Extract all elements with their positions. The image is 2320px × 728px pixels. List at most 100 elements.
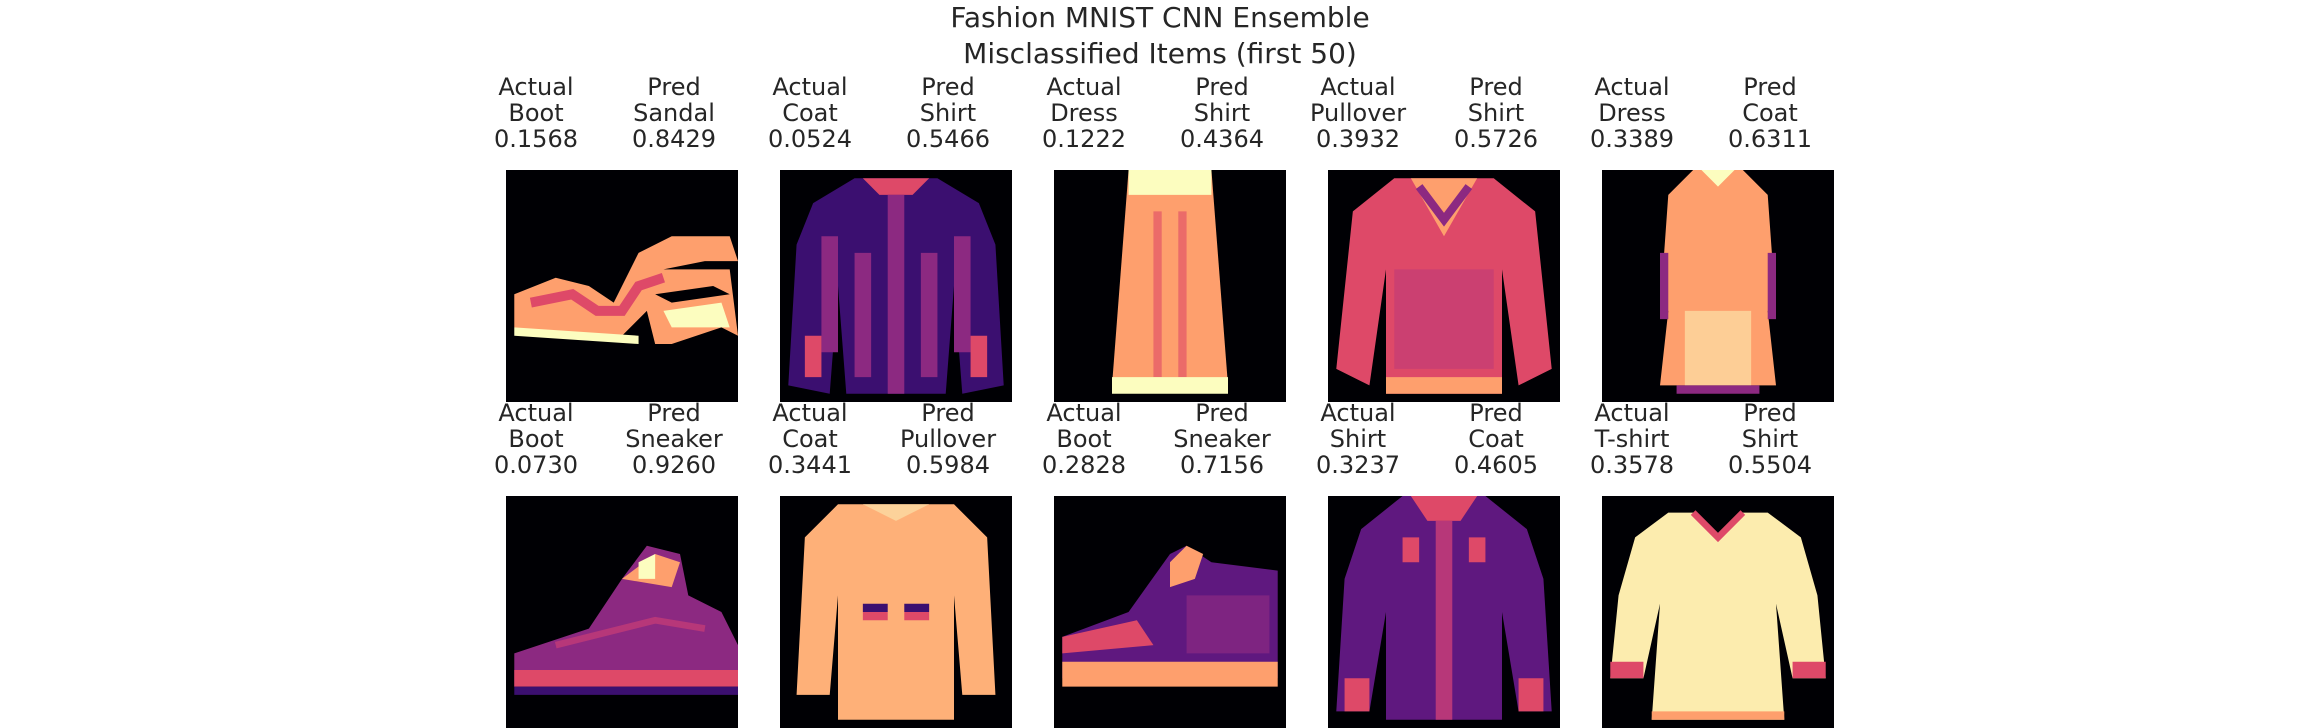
- actual-prob: 0.1222: [1042, 125, 1126, 153]
- actual-column: Actual Coat 0.0524: [745, 74, 875, 152]
- pred-class: Sneaker: [625, 425, 723, 453]
- pred-heading: Pred: [1743, 73, 1797, 101]
- pred-prob: 0.7156: [1180, 451, 1264, 479]
- dress-image: [1054, 170, 1286, 402]
- item-labels: Actual Shirt 0.3237 Pred Coat 0.4605: [1316, 400, 1561, 484]
- pred-column: Pred Sneaker 0.9260: [609, 400, 739, 478]
- pred-column: Pred Shirt 0.5504: [1705, 400, 1835, 478]
- boot-image: [1054, 496, 1286, 728]
- actual-class: Dress: [1598, 99, 1666, 127]
- pred-prob: 0.5984: [906, 451, 990, 479]
- actual-heading: Actual: [772, 73, 848, 101]
- item-labels: Actual Coat 0.0524 Pred Shirt 0.5466: [768, 74, 1013, 158]
- item-labels: Actual Boot 0.0730 Pred Sneaker 0.9260: [494, 400, 739, 484]
- item-labels: Actual Boot 0.1568 Pred Sandal 0.8429: [494, 74, 739, 158]
- actual-column: Actual Pullover 0.3932: [1293, 74, 1423, 152]
- pred-class: Shirt: [919, 99, 977, 127]
- dress-image: [1602, 170, 1834, 402]
- actual-heading: Actual: [1320, 73, 1396, 101]
- pred-prob: 0.8429: [632, 125, 716, 153]
- actual-heading: Actual: [1046, 73, 1122, 101]
- pullover-image: [1328, 170, 1560, 402]
- actual-prob: 0.3932: [1316, 125, 1400, 153]
- sneaker-image: [506, 496, 738, 728]
- actual-class: Boot: [508, 425, 564, 453]
- pred-prob: 0.4364: [1180, 125, 1264, 153]
- pred-prob: 0.4605: [1454, 451, 1538, 479]
- pred-column: Pred Shirt 0.4364: [1157, 74, 1287, 152]
- pred-class: Coat: [1742, 99, 1798, 127]
- pred-class: Sandal: [633, 99, 715, 127]
- pred-heading: Pred: [1469, 399, 1523, 427]
- tshirt-image: [1602, 496, 1834, 728]
- pred-heading: Pred: [921, 399, 975, 427]
- coat-image: [780, 496, 1012, 728]
- pred-heading: Pred: [1469, 73, 1523, 101]
- actual-heading: Actual: [772, 399, 848, 427]
- shirt-image: [1328, 496, 1560, 728]
- actual-prob: 0.3389: [1590, 125, 1674, 153]
- pred-column: Pred Sandal 0.8429: [609, 74, 739, 152]
- actual-heading: Actual: [1594, 73, 1670, 101]
- pred-prob: 0.5726: [1454, 125, 1538, 153]
- figure-title: Fashion MNIST CNN Ensemble: [950, 1, 1370, 34]
- actual-class: Dress: [1050, 99, 1118, 127]
- sandal-image: [506, 170, 738, 402]
- actual-class: Shirt: [1329, 425, 1387, 453]
- actual-heading: Actual: [1594, 399, 1670, 427]
- coat-image: [780, 170, 1012, 402]
- actual-heading: Actual: [498, 73, 574, 101]
- pred-column: Pred Coat 0.6311: [1705, 74, 1835, 152]
- actual-heading: Actual: [1046, 399, 1122, 427]
- actual-column: Actual Boot 0.2828: [1019, 400, 1149, 478]
- item-labels: Actual Pullover 0.3932 Pred Shirt 0.5726: [1310, 74, 1561, 158]
- pred-heading: Pred: [1195, 73, 1249, 101]
- pred-class: Pullover: [899, 425, 997, 453]
- actual-class: Coat: [782, 425, 838, 453]
- pred-heading: Pred: [647, 73, 701, 101]
- item-labels: Actual Dress 0.3389 Pred Coat 0.6311: [1590, 74, 1835, 158]
- pred-column: Pred Sneaker 0.7156: [1157, 400, 1287, 478]
- actual-prob: 0.0730: [494, 451, 578, 479]
- actual-column: Actual Dress 0.1222: [1019, 74, 1149, 152]
- pred-column: Pred Shirt 0.5466: [883, 74, 1013, 152]
- actual-prob: 0.2828: [1042, 451, 1126, 479]
- actual-column: Actual Dress 0.3389: [1567, 74, 1697, 152]
- pred-heading: Pred: [1195, 399, 1249, 427]
- actual-class: Boot: [508, 99, 564, 127]
- item-labels: Actual Coat 0.3441 Pred Pullover 0.5984: [768, 400, 1013, 484]
- pred-column: Pred Coat 0.4605: [1431, 400, 1561, 478]
- actual-class: Boot: [1056, 425, 1112, 453]
- actual-prob: 0.0524: [768, 125, 852, 153]
- pred-column: Pred Shirt 0.5726: [1431, 74, 1561, 152]
- pred-heading: Pred: [1743, 399, 1797, 427]
- pred-column: Pred Pullover 0.5984: [883, 400, 1013, 478]
- item-labels: Actual T-shirt 0.3578 Pred Shirt 0.5504: [1590, 400, 1835, 484]
- actual-prob: 0.3578: [1590, 451, 1674, 479]
- pred-heading: Pred: [921, 73, 975, 101]
- item-labels: Actual Dress 0.1222 Pred Shirt 0.4364: [1042, 74, 1287, 158]
- actual-class: Pullover: [1309, 99, 1407, 127]
- actual-column: Actual T-shirt 0.3578: [1567, 400, 1697, 478]
- actual-prob: 0.3237: [1316, 451, 1400, 479]
- actual-heading: Actual: [1320, 399, 1396, 427]
- actual-column: Actual Boot 0.1568: [471, 74, 601, 152]
- pred-heading: Pred: [647, 399, 701, 427]
- pred-class: Shirt: [1741, 425, 1799, 453]
- item-labels: Actual Boot 0.2828 Pred Sneaker 0.7156: [1042, 400, 1287, 484]
- actual-class: T-shirt: [1594, 425, 1670, 453]
- actual-prob: 0.3441: [768, 451, 852, 479]
- actual-column: Actual Coat 0.3441: [745, 400, 875, 478]
- pred-class: Sneaker: [1173, 425, 1271, 453]
- figure-subtitle: Misclassified Items (first 50): [963, 37, 1357, 70]
- pred-class: Shirt: [1193, 99, 1251, 127]
- actual-class: Coat: [782, 99, 838, 127]
- pred-prob: 0.9260: [632, 451, 716, 479]
- pred-class: Shirt: [1467, 99, 1525, 127]
- actual-heading: Actual: [498, 399, 574, 427]
- actual-column: Actual Boot 0.0730: [471, 400, 601, 478]
- actual-column: Actual Shirt 0.3237: [1293, 400, 1423, 478]
- pred-prob: 0.6311: [1728, 125, 1812, 153]
- pred-class: Coat: [1468, 425, 1524, 453]
- pred-prob: 0.5504: [1728, 451, 1812, 479]
